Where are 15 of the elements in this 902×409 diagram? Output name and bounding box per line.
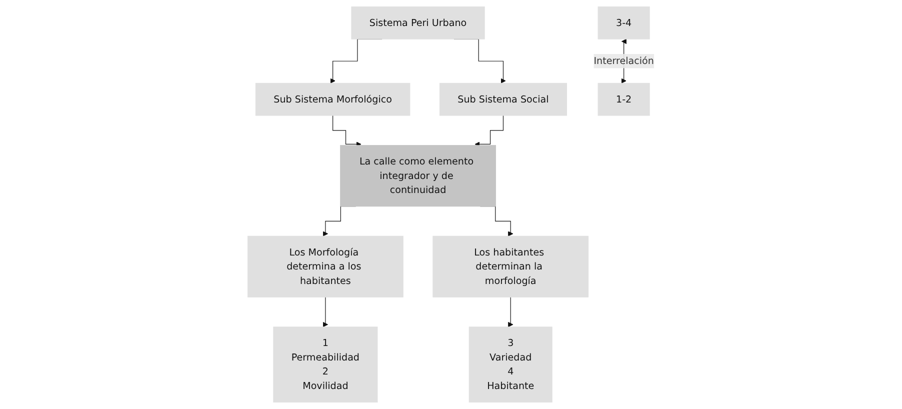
arrow: [332, 115, 362, 147]
arrow: [322, 296, 328, 328]
node-box: Los habitantes determinan la morfología: [432, 236, 589, 298]
node-box: 3 Variedad 4 Habitante: [469, 326, 552, 402]
node-box: Sub Sistema Social: [440, 82, 568, 116]
node-box: 1-2: [598, 82, 650, 116]
node-box: 1 Permeabilidad 2 Movilidad: [273, 326, 378, 402]
arrow: [508, 296, 514, 328]
node-box: Sub Sistema Morfológico: [256, 82, 410, 116]
edge-label: Interrelación: [594, 55, 654, 67]
node-box: Sistema Peri Urbano: [351, 6, 485, 40]
node-box: Los Morfología determina a los habitantes: [248, 236, 404, 298]
node-box: 3-4: [598, 6, 650, 40]
arrow: [474, 115, 504, 147]
node-box: La calle como elemento integrador y de continuidad: [340, 145, 496, 207]
